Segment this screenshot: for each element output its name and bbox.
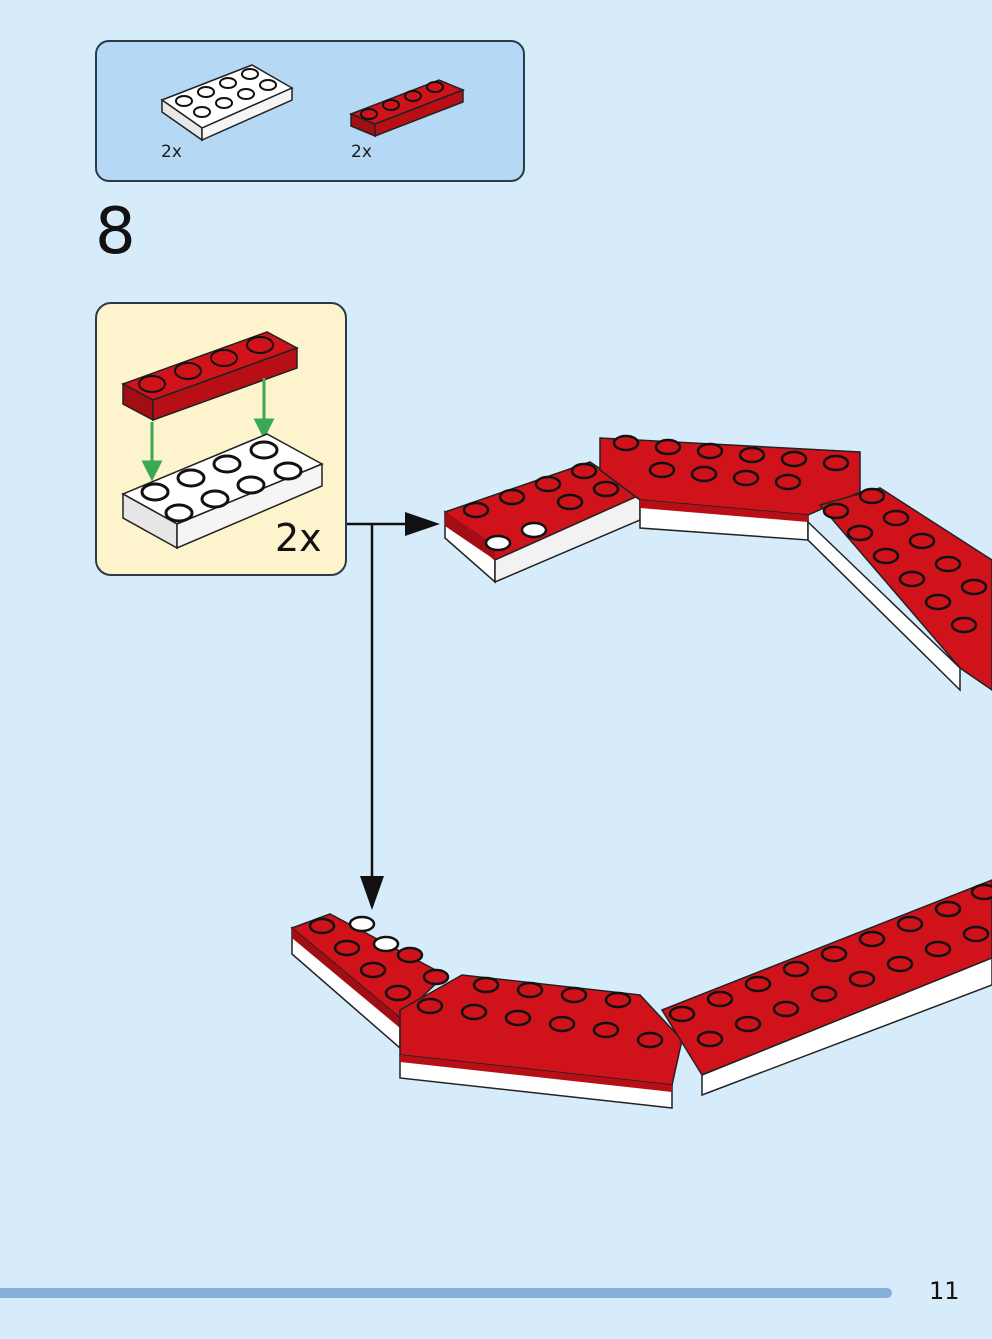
- white-plate-2x4-image: [160, 64, 294, 142]
- placement-arrow-down-icon: [360, 524, 384, 910]
- upper-left-arm: [443, 461, 642, 584]
- red-plate-1x4-image: [348, 79, 466, 138]
- green-arrow-icon: [141, 378, 275, 482]
- progress-bar: [0, 1288, 892, 1298]
- step-number: 8: [95, 195, 136, 269]
- subassembly-image: [121, 331, 324, 550]
- subassembly-callout: 2x: [95, 302, 347, 576]
- lower-left-arm: [290, 913, 450, 1050]
- bottom-center-wedge: [399, 974, 683, 1109]
- top-center-wedge: [599, 434, 861, 541]
- white-plate-quantity: 2x: [161, 142, 182, 162]
- subassembly-quantity: 2x: [275, 516, 322, 560]
- parts-list-callout: 2x 2x: [95, 40, 525, 182]
- upper-right-arm: [807, 487, 992, 692]
- placement-arrow-right-icon: [347, 512, 440, 536]
- lower-right-arm: [660, 879, 992, 1097]
- red-plate-quantity: 2x: [351, 142, 372, 162]
- page-number: 11: [929, 1277, 960, 1305]
